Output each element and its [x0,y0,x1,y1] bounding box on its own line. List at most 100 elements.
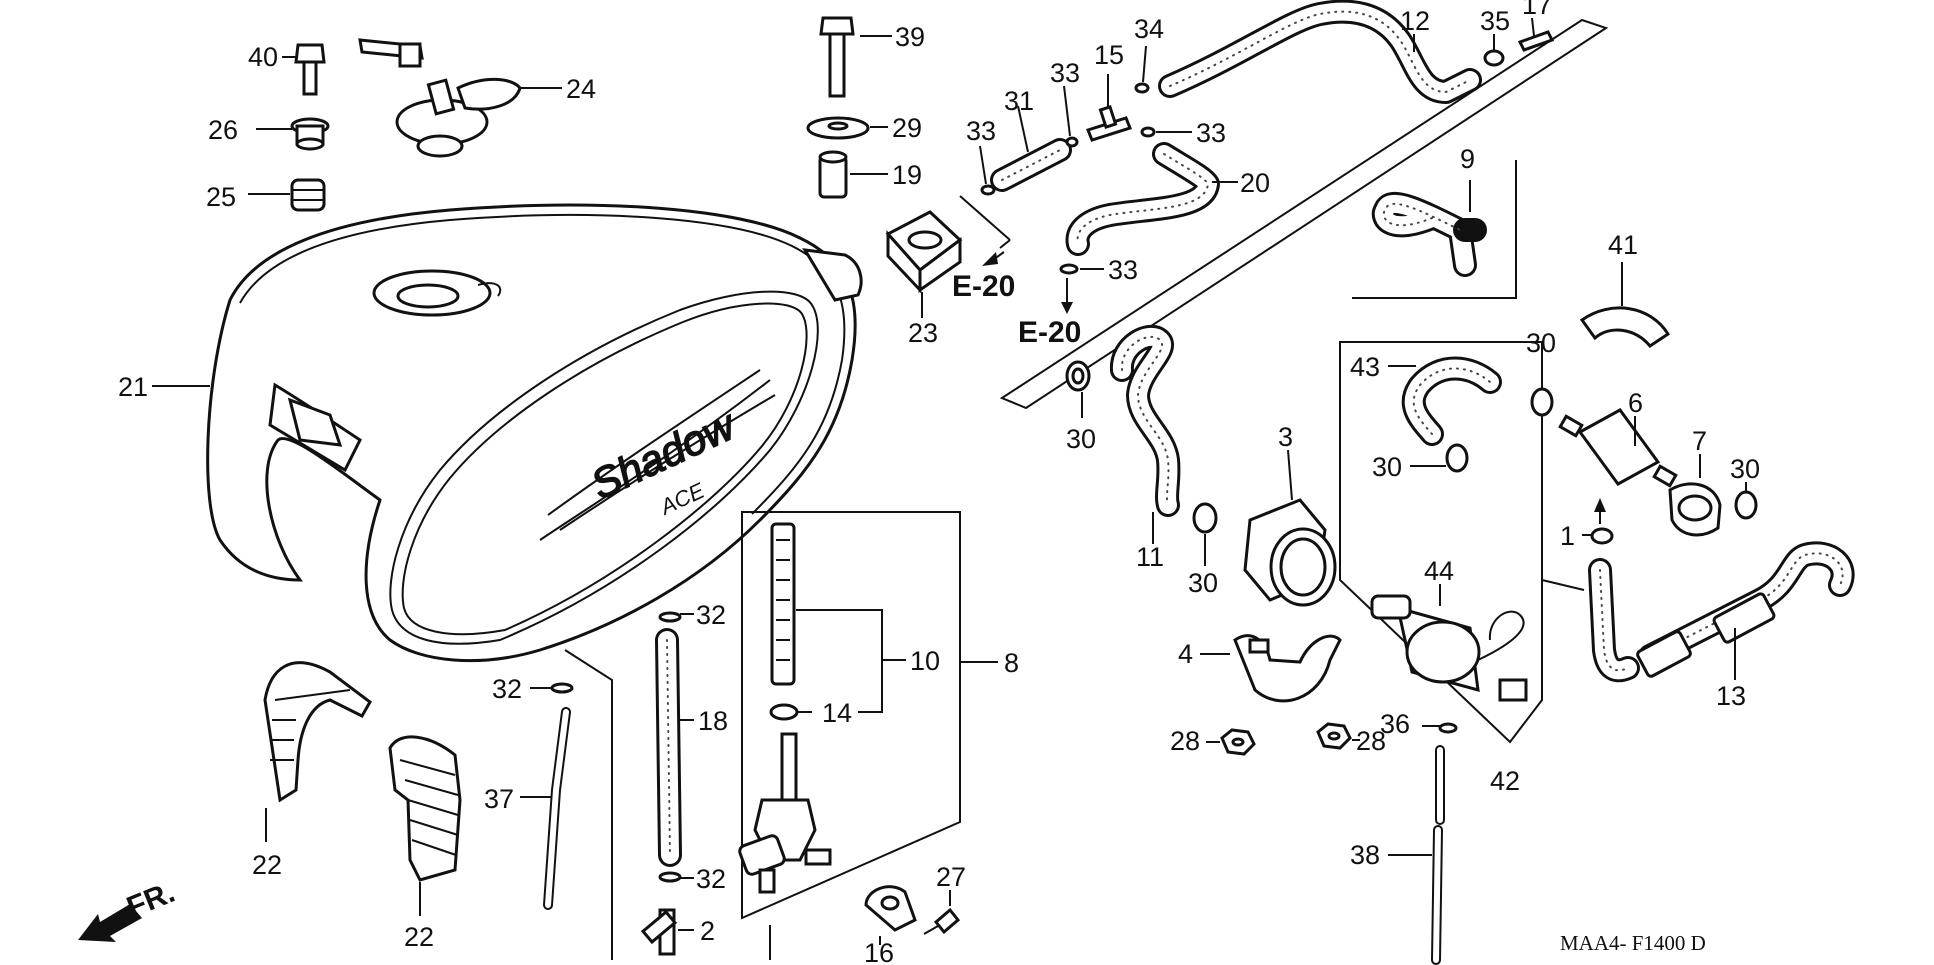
callout-25: 25 [206,182,236,212]
clips-32 [530,611,694,883]
mount-rubber-23 [885,210,963,318]
callout-37: 37 [484,784,514,814]
callout-41: 41 [1608,230,1638,260]
joint-15 [1086,74,1132,142]
strainer-10 [770,522,906,713]
callout-30d: 30 [1526,328,1556,358]
hose-20 [1065,142,1238,256]
callout-30e: 30 [1730,454,1760,484]
clamp-30 [1065,360,1218,566]
callout-28a: 28 [1170,726,1200,756]
clip-36 [1422,722,1458,734]
callout-38: 38 [1350,840,1380,870]
hose-18 [655,628,694,867]
grommet-16 [864,885,917,945]
hose-38 [1388,745,1445,965]
callout-19: 19 [892,160,922,190]
callout-14: 14 [822,698,852,728]
clip-33 [979,85,1192,275]
clamp-35 [1483,34,1505,67]
callout-44: 44 [1424,556,1454,586]
washer-29 [806,116,888,140]
hose-12 [1158,0,1482,104]
callout-34: 34 [1134,14,1164,44]
callout-22a: 22 [252,850,282,880]
cover-41 [1579,262,1671,348]
callout-40: 40 [248,42,278,72]
callout-17: 17 [1522,0,1552,20]
callout-9: 9 [1460,144,1475,174]
callout-3: 3 [1278,422,1293,452]
callout-23: 23 [908,318,938,348]
callout-27: 27 [936,862,966,892]
callout-43: 43 [1350,352,1380,382]
callout-22b: 22 [404,922,434,952]
callout-30a: 30 [1066,424,1096,454]
callout-39: 39 [895,22,925,52]
collar-19 [818,150,888,199]
callout-32b: 32 [492,674,522,704]
pump-frame-42 [1339,341,1543,744]
callout-7: 7 [1692,426,1707,456]
e20-ref-a [982,251,1005,266]
callout-35: 35 [1480,6,1510,36]
fuel-cap-24 [358,38,562,158]
filter-holder-3 [1243,449,1337,607]
heat-guard-22a [263,661,372,842]
clip-1 [1582,498,1614,545]
callout-33b: 33 [1050,58,1080,88]
fuel-pump-44 [1370,584,1528,702]
washer-26 [256,117,330,151]
callout-31: 31 [1004,86,1034,116]
callout-2: 2 [700,916,715,946]
hose-43 [1388,356,1502,446]
o-ring-14 [769,703,812,721]
clip-34 [1134,45,1150,94]
direction-label: FR. [122,876,179,925]
bracket-4 [1200,634,1342,703]
hose-37 [520,707,571,910]
callout-1: 1 [1560,521,1575,551]
hose-31 [990,105,1072,192]
hose-9 [1352,160,1517,299]
grommet-25 [248,178,326,212]
bolt-40 [282,43,326,96]
callout-28b: 28 [1356,726,1386,756]
heat-guard-22b [388,735,462,916]
nut-28 [1206,722,1360,756]
joint-2 [640,908,694,956]
callout-33a: 33 [966,116,996,146]
callout-6: 6 [1628,388,1643,418]
clamp-30b [1410,443,1469,473]
callout-12: 12 [1400,6,1430,36]
callout-30c: 30 [1372,452,1402,482]
callout-42: 42 [1490,766,1520,796]
callout-29: 29 [892,113,922,143]
callout-30b: 30 [1188,568,1218,598]
e20-ref-label-a: E-20 [952,270,1015,303]
callout-24: 24 [566,74,596,104]
clamp-30c [1530,360,1758,520]
fuel-valve [738,732,832,960]
petcock-frame-8 [741,511,961,920]
callout-18: 18 [698,706,728,736]
e20-ref-label-b: E-20 [1018,316,1081,349]
callout-13: 13 [1716,681,1746,711]
bolt-39 [819,16,892,98]
callout-26: 26 [208,115,238,145]
callout-33d: 33 [1108,255,1138,285]
callout-33c: 33 [1196,118,1226,148]
fitting-17 [1517,17,1555,52]
callout-36: 36 [1380,709,1410,739]
fr-arrow-icon [78,904,142,942]
hose-11 [1110,324,1181,544]
callout-8: 8 [1004,648,1019,678]
callout-11: 11 [1136,542,1164,572]
hose-13 [1541,541,1855,683]
callout-4: 4 [1178,639,1193,669]
fuel-filter-6 [1558,408,1678,488]
callout-10: 10 [910,646,940,676]
diagram-code: MAA4- F1400 D [1560,931,1706,955]
callout-20: 20 [1240,168,1270,198]
